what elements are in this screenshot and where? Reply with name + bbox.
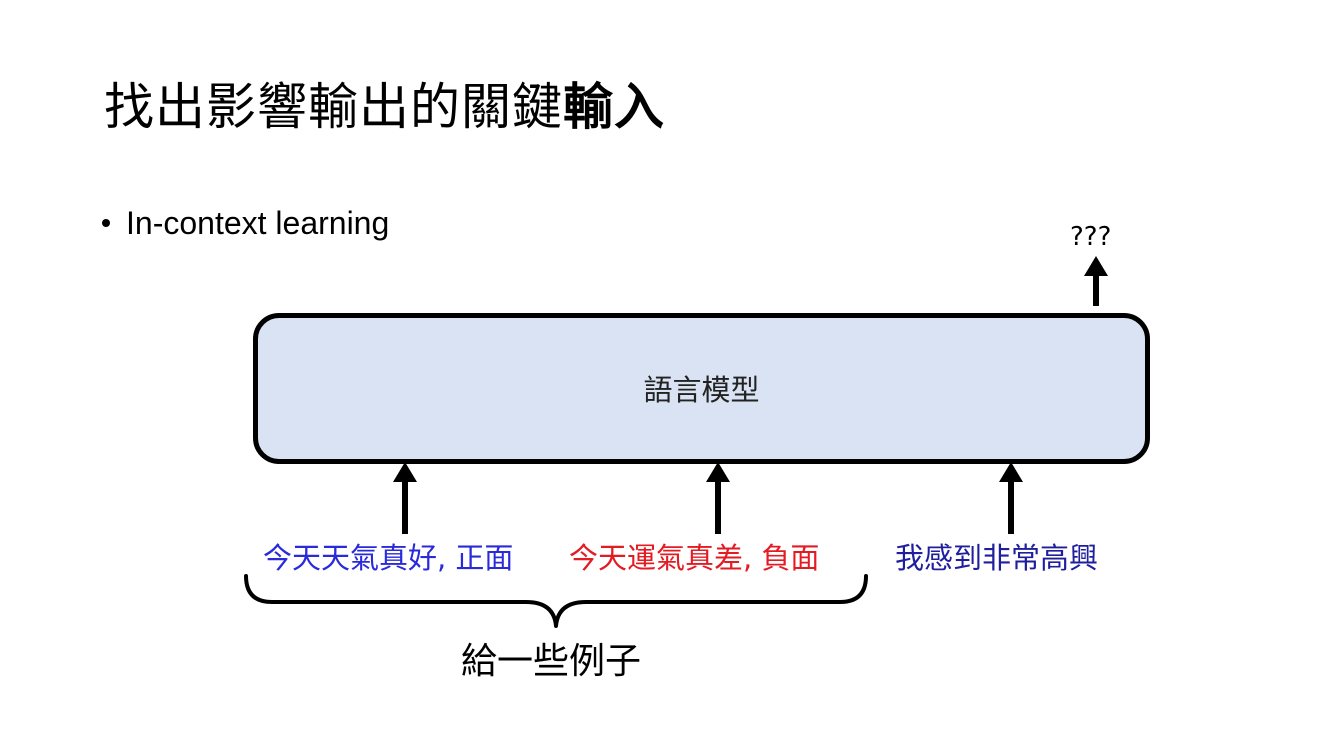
input-arrow-2-icon xyxy=(706,462,730,534)
example-negative: 今天運氣真差, 負面 xyxy=(569,541,820,575)
bullet-item: In-context learning xyxy=(102,203,389,243)
output-label: ??? xyxy=(1070,222,1112,252)
query-input: 我感到非常高興 xyxy=(895,541,1099,575)
output-arrow-icon xyxy=(1084,256,1108,306)
slide-title-regular: 找出影響輸出的關鍵 xyxy=(104,78,563,136)
curly-brace-icon xyxy=(244,574,868,628)
language-model-box: 語言模型 xyxy=(253,313,1150,464)
slide-title-bold: 輸入 xyxy=(563,78,665,136)
input-arrow-1-icon xyxy=(393,462,417,534)
bullet-dot-icon xyxy=(102,218,110,227)
examples-label: 給一些例子 xyxy=(461,641,642,682)
slide-title: 找出影響輸出的關鍵輸入 xyxy=(104,72,665,142)
input-arrow-3-icon xyxy=(999,462,1023,534)
bullet-text: In-context learning xyxy=(126,205,390,241)
language-model-label: 語言模型 xyxy=(643,372,760,407)
example-positive: 今天天氣真好, 正面 xyxy=(263,541,514,575)
